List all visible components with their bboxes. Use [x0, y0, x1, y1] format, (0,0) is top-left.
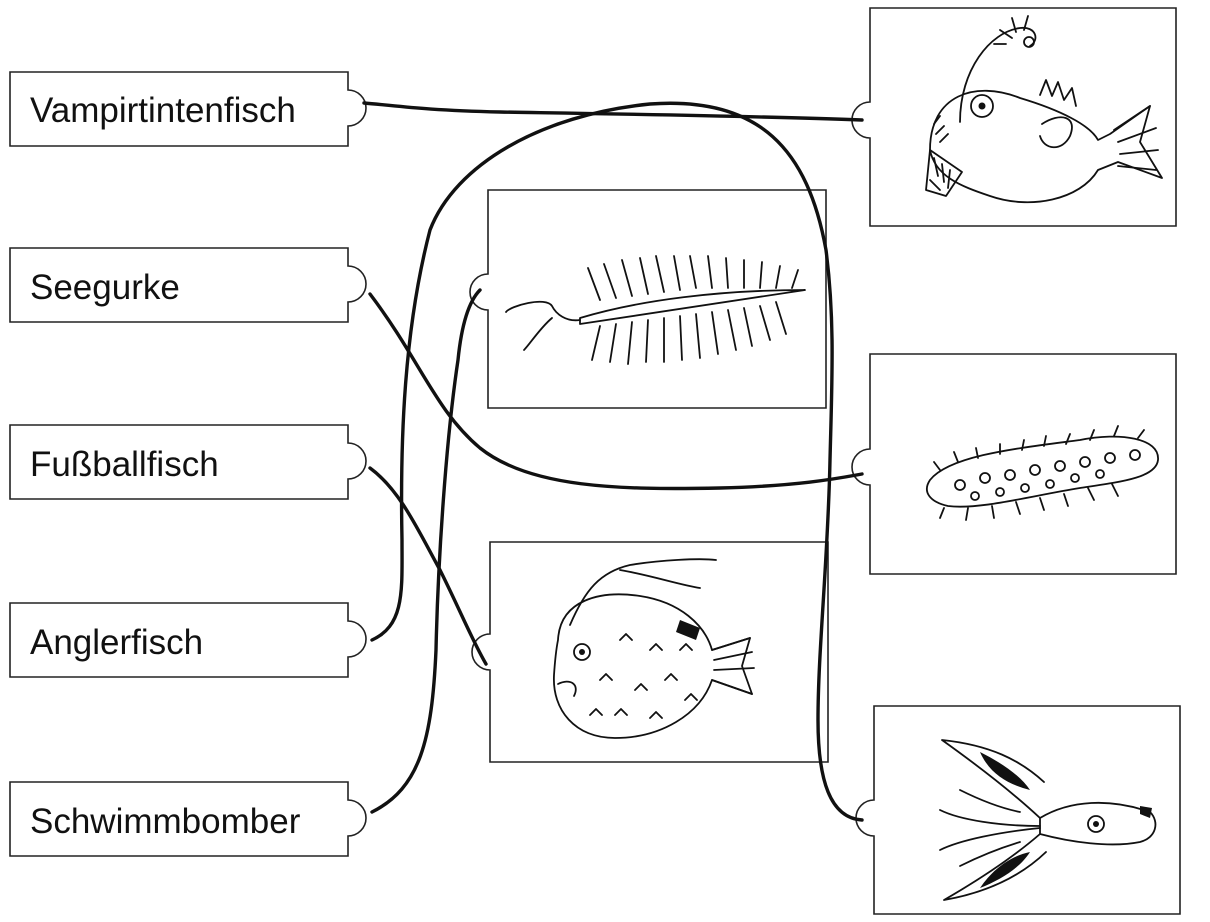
- label-card-fussballfisch[interactable]: Fußballfisch: [10, 425, 366, 499]
- picture-card-bristle-worm[interactable]: [470, 190, 826, 408]
- label-vampirtintenfisch: Vampirtintenfisch: [30, 91, 296, 130]
- label-card-vampirtintenfisch[interactable]: Vampirtintenfisch: [10, 72, 366, 146]
- connection-vampirtintenfisch: [364, 103, 862, 120]
- label-card-seegurke[interactable]: Seegurke: [10, 248, 366, 322]
- connection-fussballfisch: [370, 468, 486, 664]
- label-card-schwimmbomber[interactable]: Schwimmbomber: [10, 782, 366, 856]
- picture-card-sea-cucumber[interactable]: [852, 354, 1176, 574]
- label-fussballfisch: Fußballfisch: [30, 445, 219, 484]
- label-schwimmbomber: Schwimmbomber: [30, 802, 301, 841]
- connection-schwimmbomber: [372, 290, 480, 812]
- picture-card-anglerfish-lure[interactable]: [852, 8, 1176, 226]
- picture-card-football-fish[interactable]: [472, 542, 828, 762]
- label-card-anglerfisch[interactable]: Anglerfisch: [10, 603, 366, 677]
- label-anglerfisch: Anglerfisch: [30, 623, 203, 662]
- picture-card-winged-squid[interactable]: [856, 706, 1180, 914]
- label-seegurke: Seegurke: [30, 268, 180, 307]
